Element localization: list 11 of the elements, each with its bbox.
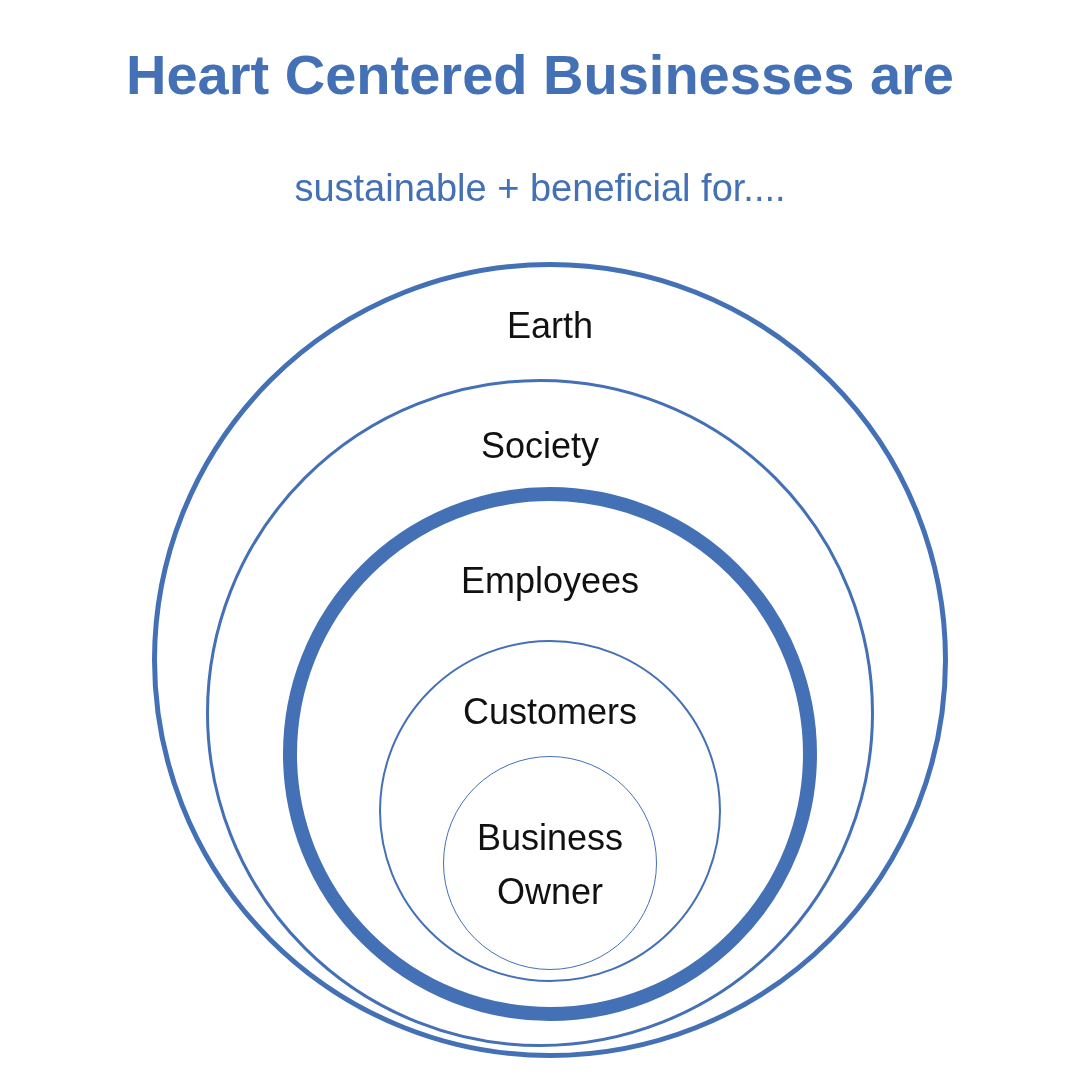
subtitle: sustainable + beneficial for....	[293, 166, 787, 211]
circle	[283, 487, 817, 1021]
circle-label: Society	[479, 424, 601, 468]
circle	[379, 640, 721, 982]
title: Heart Centered Businesses are	[125, 42, 955, 108]
circle-label: Customers	[461, 690, 638, 734]
circle	[206, 379, 874, 1047]
circle	[152, 262, 948, 1058]
circle-label: Employees	[459, 559, 641, 603]
circle-label: Business Owner	[475, 815, 625, 914]
circle-label: Earth	[505, 304, 594, 348]
